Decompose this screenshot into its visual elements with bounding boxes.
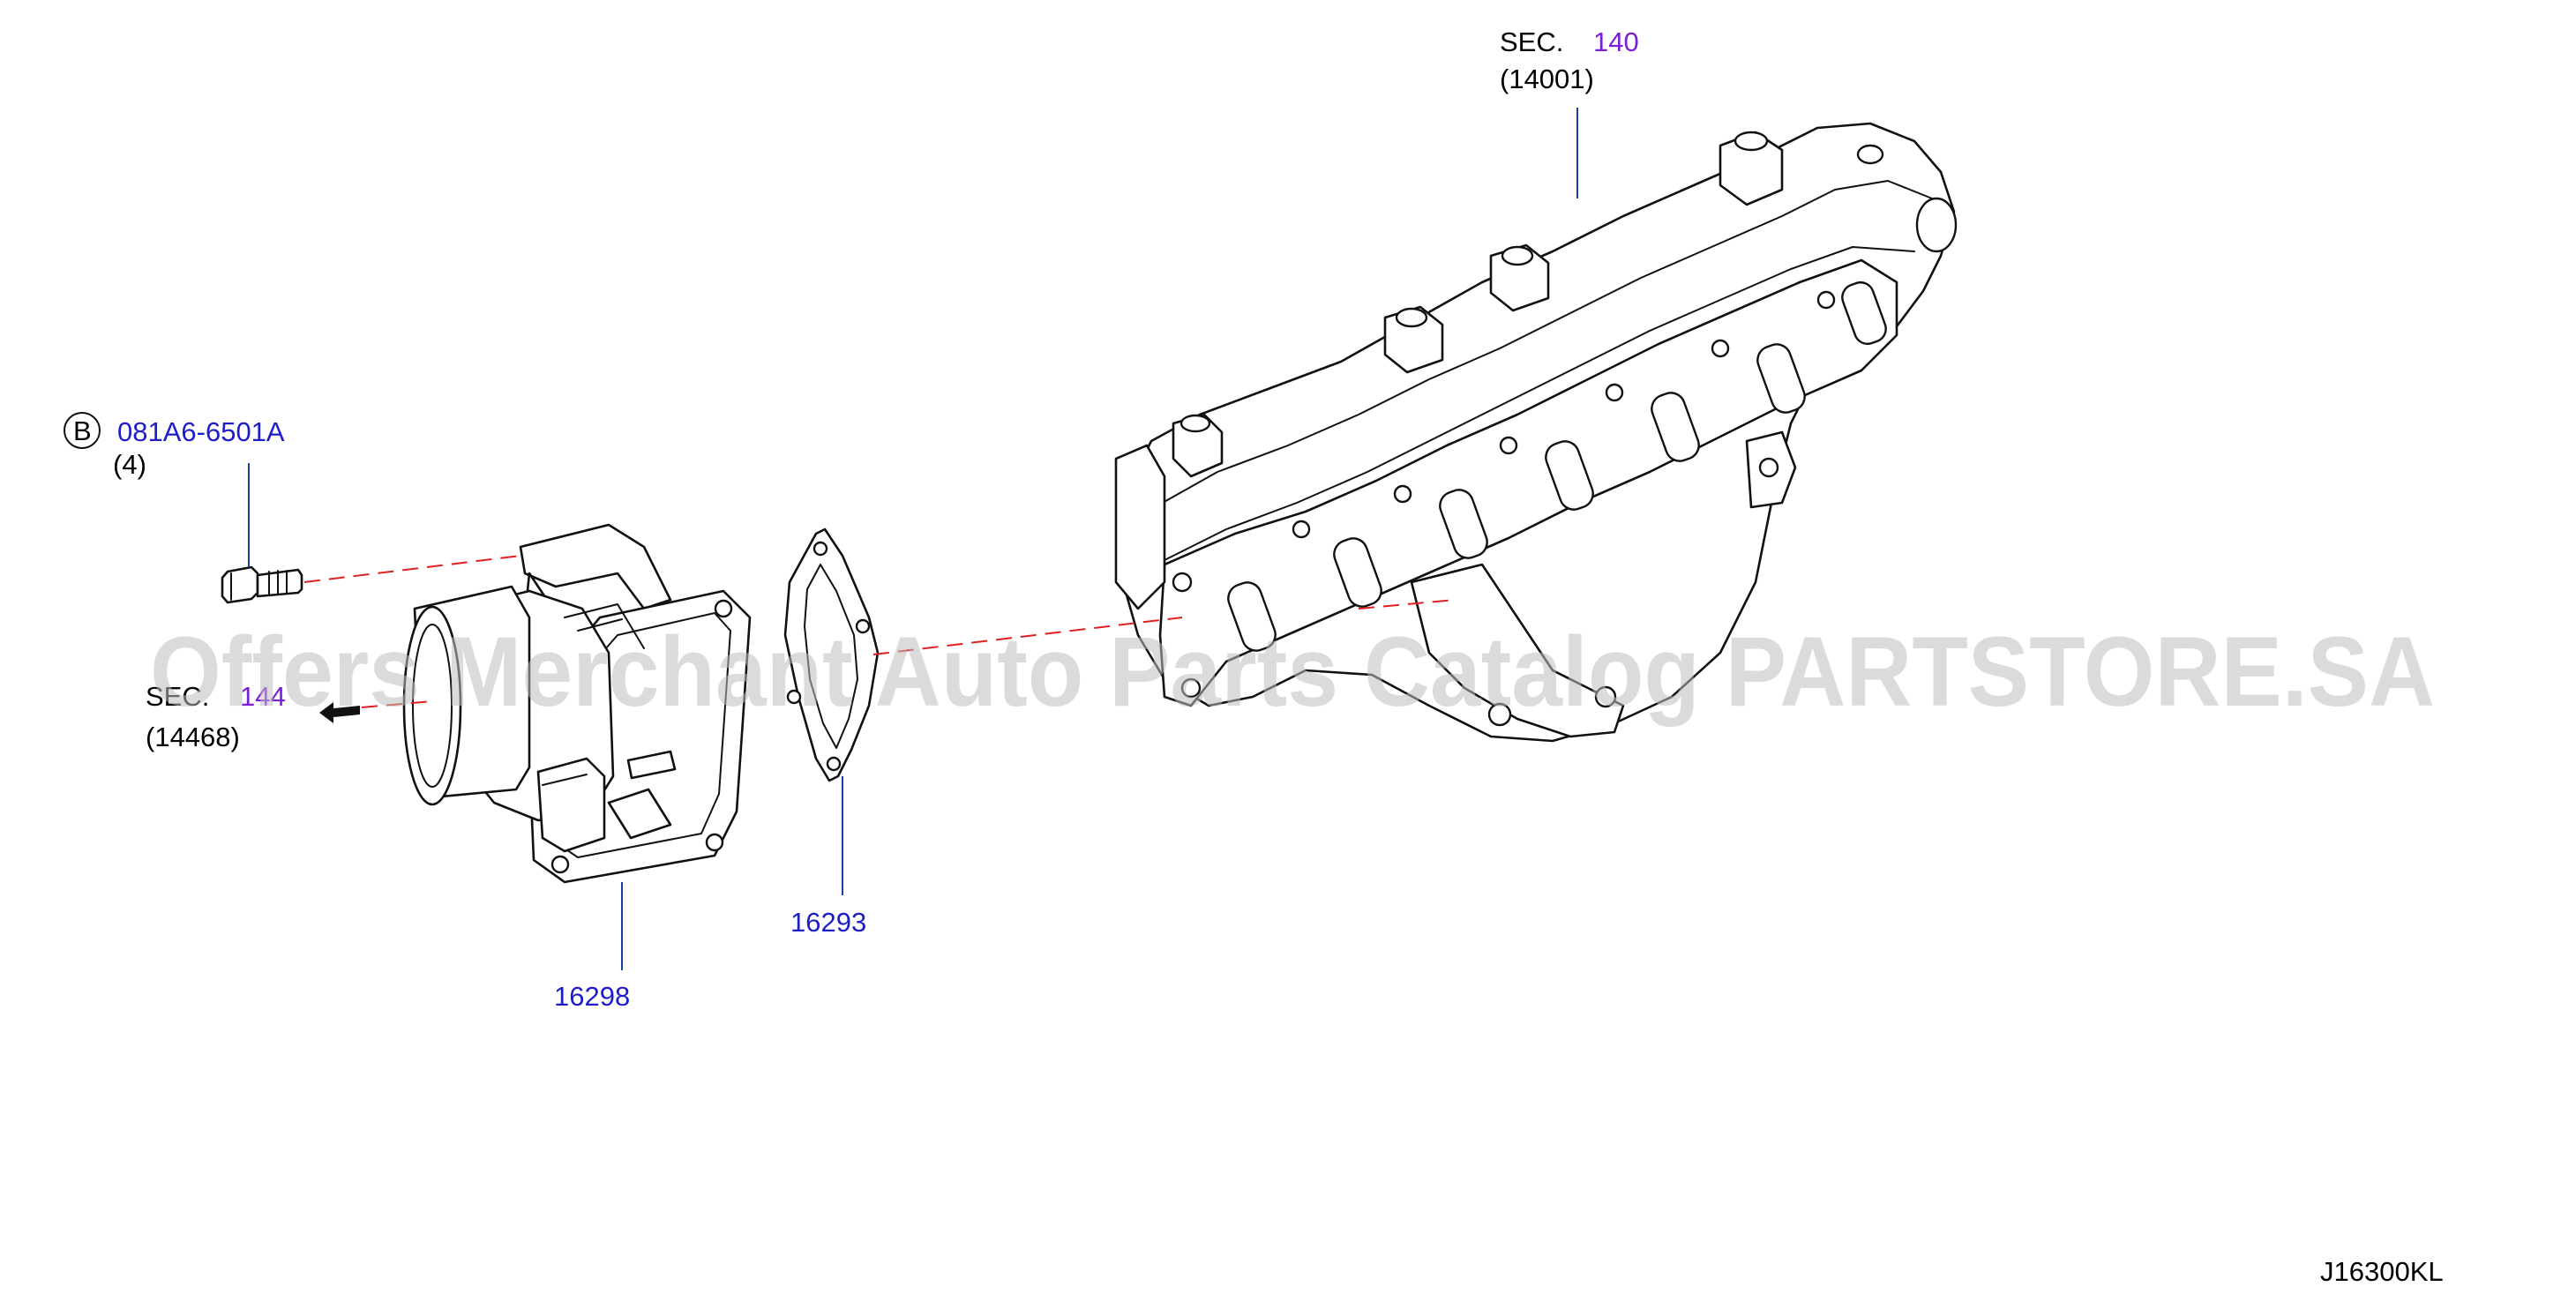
manifold-part-ref: (14001) [1500,64,1594,94]
hose-connection-arrow [319,702,360,723]
assembly-lines [303,555,1456,708]
bolt-badge-letter: B [73,415,92,446]
gasket-drawing[interactable] [783,527,880,782]
manifold-sec-prefix: SEC. [1500,26,1563,57]
flange-bolt-drawing[interactable] [221,565,303,604]
watermark-text: Offers Merchant Auto Parts Catalog PARTS… [150,617,2435,727]
throttle-part-number-link[interactable]: 16298 [554,981,630,1012]
left-sec-prefix: SEC. [146,681,209,712]
throttle-chamber-drawing[interactable] [402,523,752,884]
bolt-badge-circle [64,412,101,449]
intake-manifold-drawing[interactable] [1114,122,1958,743]
gasket-part-number-link[interactable]: 16293 [790,907,866,938]
bolt-quantity: (4) [113,449,146,480]
left-part-ref: (14468) [146,722,240,752]
bolt-part-number-link[interactable]: 081A6-6501A [117,416,285,447]
leader-lines [248,108,1578,970]
diagram-code: J16300KL [2320,1256,2444,1287]
manifold-sec-number-link[interactable]: 140 [1593,26,1639,57]
left-sec-number-link[interactable]: 144 [240,681,286,712]
